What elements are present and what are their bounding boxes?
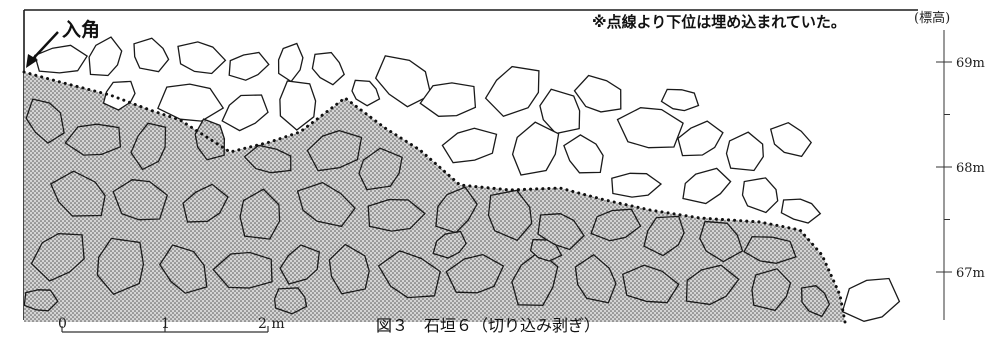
stone-exposed-24 — [741, 177, 779, 214]
stone-buried-19 — [743, 236, 797, 264]
stone-buried-37 — [529, 238, 563, 262]
stone-exposed-16 — [511, 121, 560, 176]
stone-exposed-23 — [682, 167, 732, 205]
corner-arrow-head — [26, 54, 38, 68]
stone-buried-34 — [23, 289, 59, 312]
stone-exposed-5 — [277, 42, 304, 83]
stone-exposed-12 — [484, 65, 540, 118]
elevation-label-1: 68m — [956, 161, 985, 176]
stone-buried-6 — [358, 147, 403, 191]
stone-buried-22 — [159, 244, 208, 294]
stone-exposed-17 — [563, 134, 604, 174]
stone-exposed-27 — [102, 80, 136, 111]
stone-exposed-14 — [573, 74, 622, 113]
stone-buried-36 — [273, 287, 308, 315]
stone-buried-8 — [112, 179, 169, 221]
corner-arrow — [29, 31, 59, 63]
stone-buried-14 — [487, 189, 533, 242]
stone-buried-17 — [643, 215, 685, 257]
exposed-stones — [34, 36, 901, 322]
stone-buried-12 — [367, 198, 426, 232]
stone-buried-30 — [621, 264, 680, 304]
stone-exposed-21 — [769, 121, 813, 158]
stone-buried-21 — [96, 237, 145, 295]
figure-caption: 図３ 石垣６（切り込み剥ぎ） — [376, 316, 600, 335]
stone-buried-13 — [435, 186, 478, 234]
stone-buried-35 — [432, 230, 467, 259]
stone-buried-23 — [212, 251, 273, 289]
scale-label-2: 2 m — [258, 316, 285, 332]
stone-buried-33 — [800, 285, 831, 318]
stone-buried-20 — [30, 232, 85, 282]
stone-buried-24 — [279, 244, 321, 285]
stone-exposed-18 — [616, 107, 684, 149]
stone-buried-3 — [194, 118, 226, 161]
stone-buried-29 — [574, 253, 617, 304]
stone-buried-0 — [25, 98, 65, 144]
stone-exposed-8 — [221, 94, 269, 132]
stone-exposed-4 — [228, 51, 270, 81]
elevation-ticks: 69m 68m 67m — [936, 56, 985, 281]
stone-buried-10 — [239, 188, 281, 240]
note-text: ※点線より下位は埋め込まれていた。 — [592, 13, 846, 31]
stone-exposed-13 — [539, 88, 581, 135]
stone-exposed-1 — [88, 36, 123, 77]
stone-buried-7 — [49, 170, 106, 217]
stone-exposed-19 — [677, 120, 724, 157]
scale-label-1: 1 — [161, 316, 170, 332]
stone-exposed-10 — [374, 55, 432, 108]
stone-exposed-7 — [157, 83, 225, 122]
scale-label-0: 0 — [58, 316, 67, 332]
elevation-label-0: 69m — [956, 56, 985, 71]
stone-exposed-0 — [34, 44, 88, 74]
stone-exposed-15 — [441, 127, 498, 164]
corner-label: 入角 — [62, 18, 100, 41]
stone-exposed-29 — [660, 88, 700, 112]
stone-buried-32 — [751, 268, 792, 312]
stone-buried-15 — [537, 213, 585, 251]
buried-boundary-dotted-line — [22, 70, 847, 324]
stone-buried-18 — [699, 220, 744, 263]
buried-stones — [23, 98, 831, 318]
stone-exposed-6 — [311, 51, 345, 86]
stone-buried-9 — [182, 183, 229, 223]
stone-exposed-20 — [725, 131, 764, 172]
stone-buried-27 — [445, 253, 505, 294]
stone-buried-4 — [243, 144, 292, 174]
stone-exposed-28 — [351, 79, 381, 107]
stone-exposed-26 — [841, 277, 901, 322]
stone-buried-11 — [296, 181, 356, 228]
stone-exposed-11 — [419, 82, 477, 117]
stone-exposed-22 — [611, 172, 663, 198]
stone-buried-26 — [377, 250, 441, 299]
stone-buried-5 — [306, 129, 363, 172]
stone-buried-16 — [590, 208, 642, 242]
stone-buried-1 — [64, 123, 122, 156]
stone-buried-25 — [328, 243, 370, 295]
stone-exposed-3 — [177, 41, 227, 75]
elevation-header: (標高) — [914, 10, 950, 26]
stone-buried-2 — [130, 122, 167, 171]
stone-exposed-9 — [279, 80, 317, 131]
stone-buried-31 — [685, 264, 740, 306]
stone-exposed-2 — [133, 37, 170, 73]
stone-exposed-25 — [780, 198, 822, 224]
elevation-label-2: 67m — [956, 266, 985, 281]
